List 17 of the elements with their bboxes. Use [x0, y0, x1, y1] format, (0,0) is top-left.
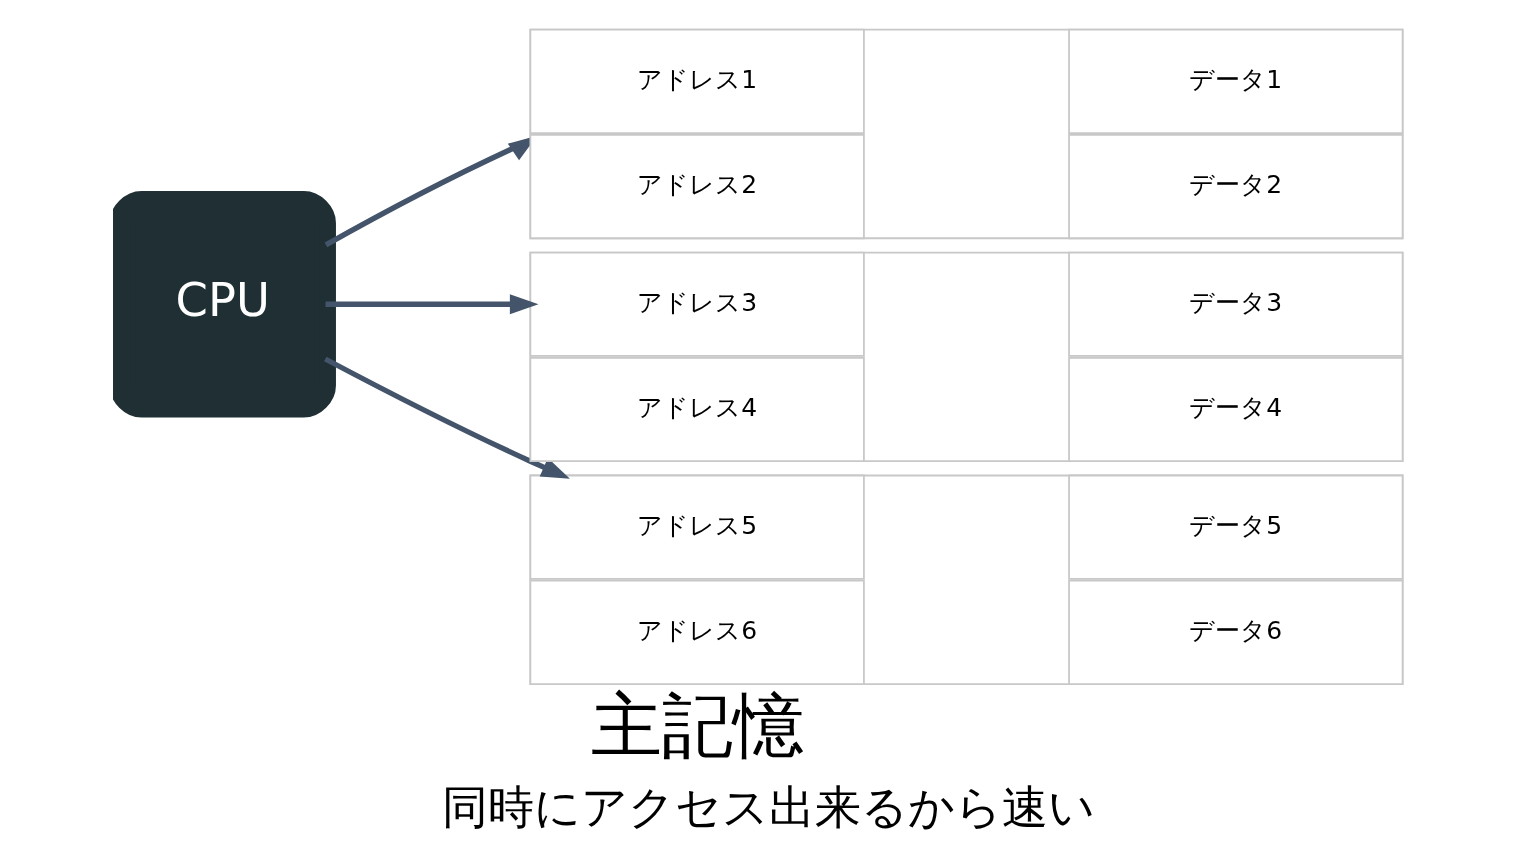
- node-box: アドレス2: [529, 133, 865, 240]
- node-box: データ5: [1067, 474, 1403, 580]
- diagram-title: 主記憶: [590, 684, 804, 768]
- arrow: [325, 294, 538, 315]
- node-box: データ1: [1067, 28, 1403, 134]
- node-box: アドレス1: [529, 28, 865, 134]
- node-box: データ3: [1067, 251, 1403, 357]
- node-box: データ2: [1067, 133, 1403, 240]
- arrow: [323, 356, 570, 479]
- node-box: アドレス5: [529, 474, 865, 580]
- node-box: アドレス3: [529, 251, 865, 357]
- node-box: データ6: [1067, 579, 1403, 686]
- caption: 同時にアクセス出来るから速い: [441, 779, 1095, 834]
- node-box: CPU: [112, 191, 336, 418]
- node-box: アドレス6: [529, 579, 865, 686]
- node-box: データ4: [1067, 356, 1403, 463]
- node-box: アドレス4: [529, 356, 865, 463]
